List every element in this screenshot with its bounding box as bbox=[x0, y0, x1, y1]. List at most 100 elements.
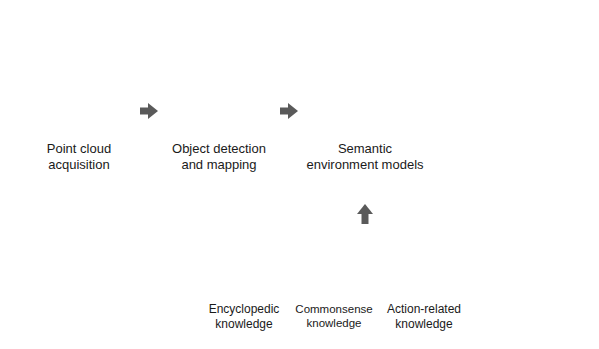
appliance-image bbox=[304, 241, 307, 244]
action-place-image bbox=[383, 231, 465, 291]
semantic-model-image bbox=[344, 79, 368, 97]
robot-illustration bbox=[443, 53, 457, 67]
robot-illustration bbox=[443, 37, 595, 110]
stage-panel: Commonsense knowledge bbox=[291, 229, 377, 341]
object-map-image bbox=[160, 20, 278, 110]
panel-ground bbox=[158, 18, 280, 204]
exchange-arrow bbox=[434, 175, 464, 193]
robot-illustration bbox=[564, 62, 580, 76]
exchange-arrow bbox=[434, 143, 464, 161]
furniture-model bbox=[273, 93, 274, 102]
robot-illustration bbox=[520, 250, 542, 264]
ontology-graph-image bbox=[222, 238, 244, 252]
ontology-graph-image bbox=[270, 263, 282, 269]
ontology-graph-image bbox=[259, 249, 273, 256]
ontology-graph-image bbox=[203, 231, 285, 291]
stage-panel: Point cloud acquisition bbox=[18, 18, 140, 204]
ontology-graph-image bbox=[214, 278, 226, 284]
point-cloud-image bbox=[20, 20, 138, 110]
panel-ground bbox=[298, 18, 432, 204]
stage-panel: Encyclopedic knowledge bbox=[201, 229, 287, 341]
ontology-graph-image bbox=[242, 278, 254, 284]
ontology-graph-image bbox=[268, 266, 276, 281]
point-cloud-image bbox=[96, 89, 134, 106]
panel-ground bbox=[196, 224, 472, 346]
robot-illustration bbox=[443, 93, 457, 107]
panel-label: Object detection and mapping bbox=[162, 141, 276, 172]
stage-panel: Action-related knowledge bbox=[381, 229, 467, 341]
furniture-model bbox=[168, 24, 276, 108]
furniture-model bbox=[214, 88, 276, 101]
robot-illustration bbox=[533, 155, 539, 161]
group-panel: Encyclopedic knowledge Commonsense knowle… bbox=[196, 224, 472, 346]
action-place-image bbox=[388, 262, 462, 266]
robot-illustration bbox=[548, 248, 584, 258]
action-place-image bbox=[383, 231, 465, 291]
exchange-arrow bbox=[434, 143, 464, 193]
point-cloud-image bbox=[20, 20, 138, 110]
appliance-image bbox=[318, 241, 321, 244]
ontology-graph-image bbox=[237, 249, 251, 256]
panel-ground bbox=[18, 18, 140, 204]
ontology-graph-image bbox=[250, 263, 262, 269]
robot-illustration bbox=[522, 6, 564, 22]
panel-label: Commonsense knowledge bbox=[295, 303, 373, 331]
robot-illustration bbox=[450, 44, 496, 122]
ontology-graph-image bbox=[206, 235, 282, 285]
semantic-model-image bbox=[300, 20, 430, 110]
panel-ground bbox=[8, 10, 472, 346]
robot-illustration bbox=[486, 272, 584, 278]
robot-illustration bbox=[476, 318, 594, 326]
semantic-model-image bbox=[300, 20, 430, 110]
ontology-graph-image bbox=[212, 252, 222, 266]
furniture-model bbox=[168, 24, 226, 37]
robot-illustration bbox=[486, 248, 514, 266]
furniture-model bbox=[215, 97, 216, 106]
semantic-model-image bbox=[308, 24, 416, 108]
robot-illustration bbox=[482, 324, 502, 344]
robot-illustration bbox=[454, 122, 470, 136]
group-panel: Point cloud acquisitionObject detection … bbox=[8, 10, 442, 210]
robot-illustration bbox=[568, 324, 588, 344]
furniture-model bbox=[190, 30, 226, 70]
robot-illustration bbox=[443, 2, 595, 344]
ontology-graph-image bbox=[222, 252, 230, 266]
robot-illustration bbox=[523, 168, 529, 174]
ontology-graph-image bbox=[203, 231, 285, 291]
furniture-model bbox=[200, 74, 256, 97]
object-map-image bbox=[160, 20, 278, 110]
robot-illustration bbox=[570, 46, 589, 124]
panel-ground bbox=[8, 10, 442, 210]
robot-illustration bbox=[582, 40, 594, 52]
robot-illustration bbox=[514, 66, 552, 238]
robot-illustration bbox=[488, 62, 504, 76]
appliance-image bbox=[334, 264, 335, 289]
robot-illustration bbox=[557, 9, 563, 15]
appliance-image bbox=[293, 231, 375, 291]
robot-illustration bbox=[478, 238, 592, 328]
furniture-model bbox=[176, 68, 256, 85]
robot-illustration bbox=[484, 140, 583, 145]
flow-arrow bbox=[140, 108, 148, 115]
ontology-graph-image bbox=[266, 252, 276, 266]
ontology-graph-image bbox=[244, 238, 245, 252]
panel-ground bbox=[291, 229, 377, 341]
panel-ground bbox=[381, 229, 467, 341]
robot-illustration bbox=[520, 150, 546, 190]
robot-illustration bbox=[523, 155, 529, 161]
robot-illustration bbox=[484, 58, 491, 240]
panel-label: Action-related knowledge bbox=[385, 302, 463, 331]
action-place-image bbox=[388, 236, 430, 262]
panel-label: Encyclopedic knowledge bbox=[205, 302, 283, 331]
robot-illustration bbox=[530, 2, 550, 7]
robot-illustration bbox=[566, 122, 582, 136]
action-place-image bbox=[417, 277, 431, 284]
robot-illustration bbox=[484, 205, 583, 210]
robot-illustration bbox=[463, 37, 477, 51]
ontology-graph-image bbox=[248, 266, 256, 281]
robot-illustration bbox=[490, 284, 530, 304]
ontology-graph-image bbox=[244, 238, 266, 252]
